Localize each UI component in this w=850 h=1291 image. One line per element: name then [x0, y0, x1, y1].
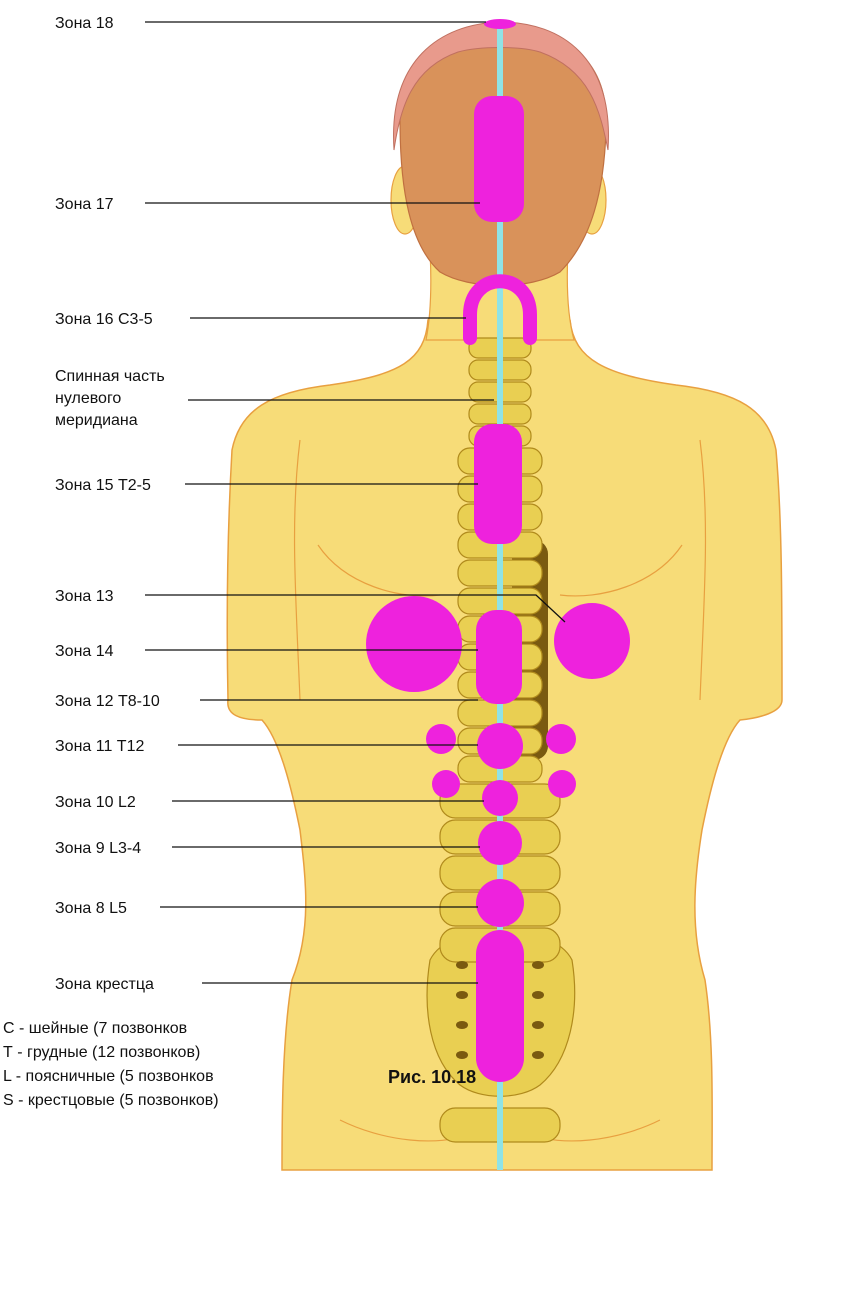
legend: С - шейные (7 позвонков Т - грудные (12 … [3, 1020, 219, 1109]
legend-lumbar: L - поясничные (5 позвонков [3, 1068, 214, 1085]
right-arm-line [699, 439, 707, 701]
zones [366, 19, 630, 1082]
sacral-foramen [456, 1021, 468, 1029]
label-zone-9: Зона 9 L3-4 [55, 840, 141, 857]
zone-13-right-marker [554, 603, 630, 679]
right-scapula-line [559, 544, 683, 597]
leader-zone-13 [145, 594, 566, 623]
sacral-foramen [456, 961, 468, 969]
zone-15-marker [474, 424, 522, 544]
label-zone-14: Зона 14 [55, 643, 114, 660]
zone-12-marker [476, 610, 522, 704]
zone-10-marker [482, 780, 518, 816]
zone-14-left-marker [366, 596, 462, 692]
label-zone-8: Зона 8 L5 [55, 900, 127, 917]
zone-9-marker [478, 821, 522, 865]
label-zone-15: Зона 15 Т2-5 [55, 477, 151, 494]
sacral-foramen [456, 991, 468, 999]
left-scapula-line [317, 544, 441, 597]
label-zone-10: Зона 10 L2 [55, 794, 136, 811]
label-zone-18: Зона 18 [55, 15, 114, 32]
label-zone-12: Зона 12 Т8-10 [55, 693, 160, 710]
zone-11-marker [477, 723, 523, 769]
label-zone-13: Зона 13 [55, 588, 114, 605]
legend-cervical: С - шейные (7 позвонков [3, 1020, 187, 1037]
zone-18-marker [484, 19, 516, 29]
zone-10-right-marker [548, 770, 576, 798]
zone-labels: Зона 18 Зона 17 Зона 16 С3-5 Спинная час… [55, 15, 165, 993]
sacral-foramen [532, 991, 544, 999]
label-meridian-line-2: нулевого [55, 390, 121, 407]
sacral-foramen [532, 1021, 544, 1029]
zone-16-marker [463, 274, 537, 345]
label-zone-sacrum: Зона крестца [55, 976, 154, 993]
label-zone-17: Зона 17 [55, 196, 114, 213]
label-meridian-line-1: Спинная часть [55, 368, 165, 385]
zone-10-left-marker [432, 770, 460, 798]
legend-sacral: S - крестцовые (5 позвонков) [3, 1092, 219, 1109]
zone-17-marker [474, 96, 524, 222]
figure-caption: Рис. 10.18 [388, 1067, 476, 1087]
sacral-foramen [532, 961, 544, 969]
sacral-foramen [456, 1051, 468, 1059]
meridian-line [497, 22, 503, 1170]
left-arm-line [293, 439, 301, 701]
zone-11-left-marker [426, 724, 456, 754]
label-zone-11: Зона 11 Т12 [55, 738, 144, 755]
label-zone-16: Зона 16 С3-5 [55, 311, 153, 328]
label-meridian-line-3: меридиана [55, 412, 138, 429]
zone-8-marker [476, 879, 524, 927]
zone-sacrum-marker [476, 930, 524, 1082]
scalp [393, 21, 609, 151]
leader-lines [145, 21, 566, 984]
legend-thoracic: Т - грудные (12 позвонков) [3, 1044, 200, 1061]
zone-11-right-marker [546, 724, 576, 754]
sacral-foramen [532, 1051, 544, 1059]
